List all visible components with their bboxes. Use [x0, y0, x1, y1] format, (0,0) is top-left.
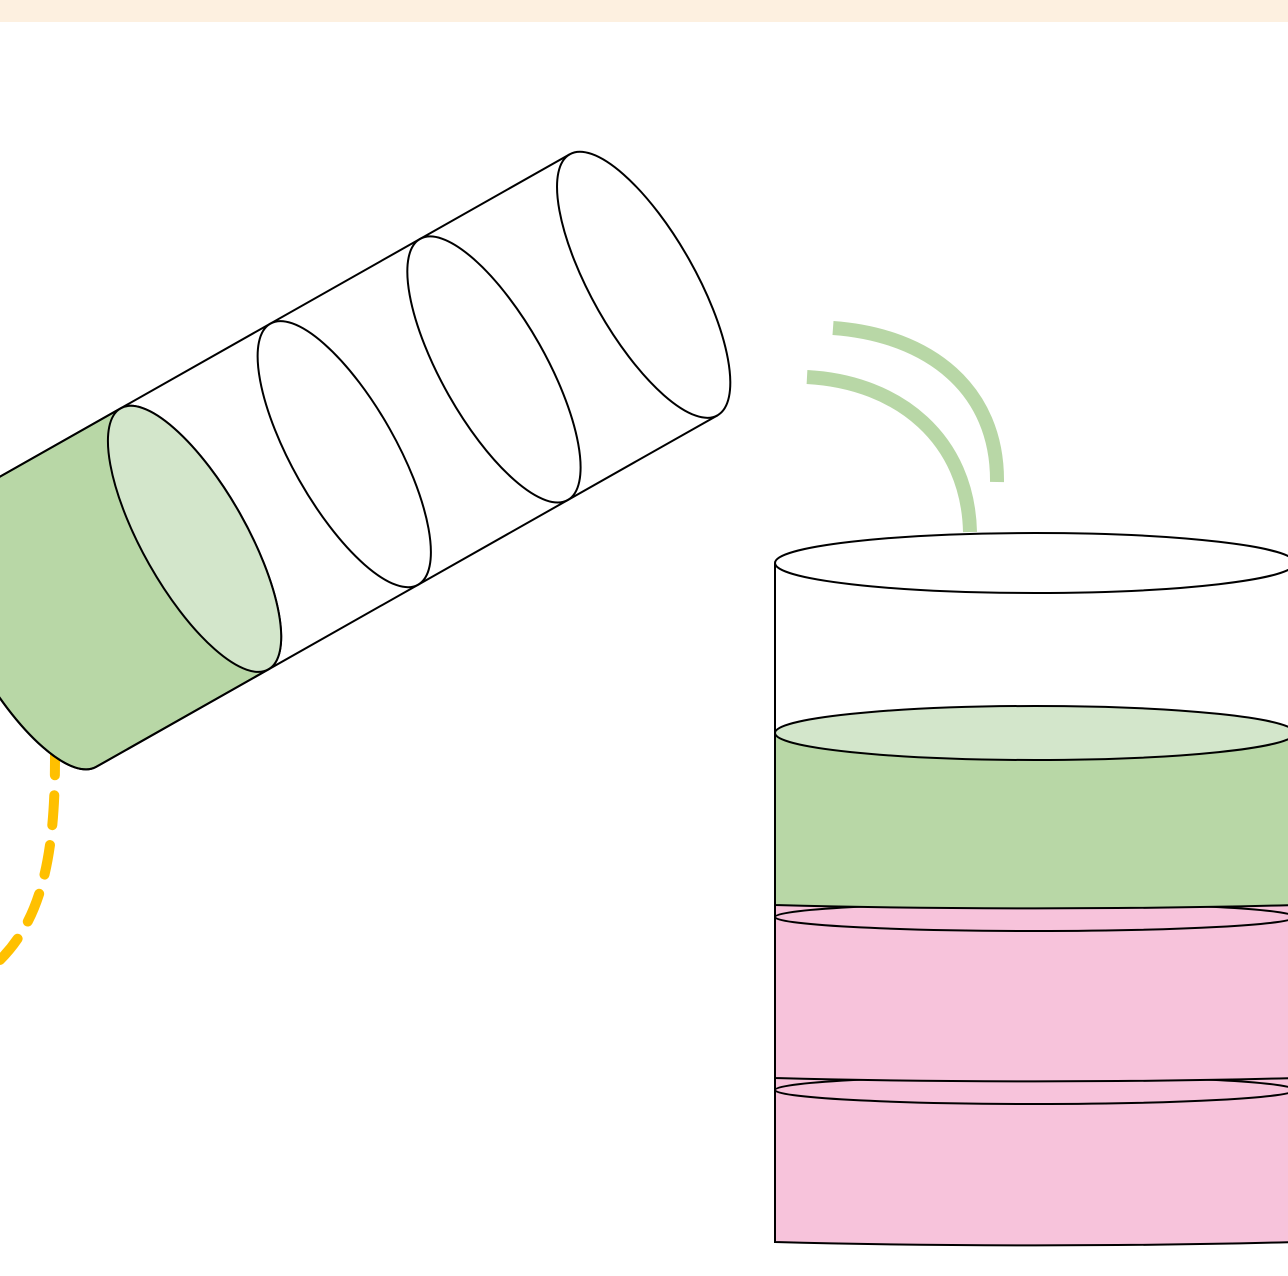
upright-cylinder — [774, 532, 1288, 1247]
tilted-cylinder-bottom-edge — [95, 414, 719, 768]
pour-arc-inner — [806, 370, 977, 533]
pink-layer-upper — [774, 904, 1288, 1083]
tilted-cylinder-left-curve — [0, 504, 97, 771]
pour-arc-outer — [832, 321, 1005, 483]
tilted-cylinder-top-edge — [0, 153, 571, 507]
pink-layer-lower — [774, 1077, 1288, 1247]
upright-cylinder-rim — [774, 532, 1288, 594]
green-layer — [774, 732, 1288, 910]
tilted-cylinder — [0, 33, 932, 771]
top-band — [0, 0, 1288, 22]
green-layer-top — [774, 705, 1288, 761]
